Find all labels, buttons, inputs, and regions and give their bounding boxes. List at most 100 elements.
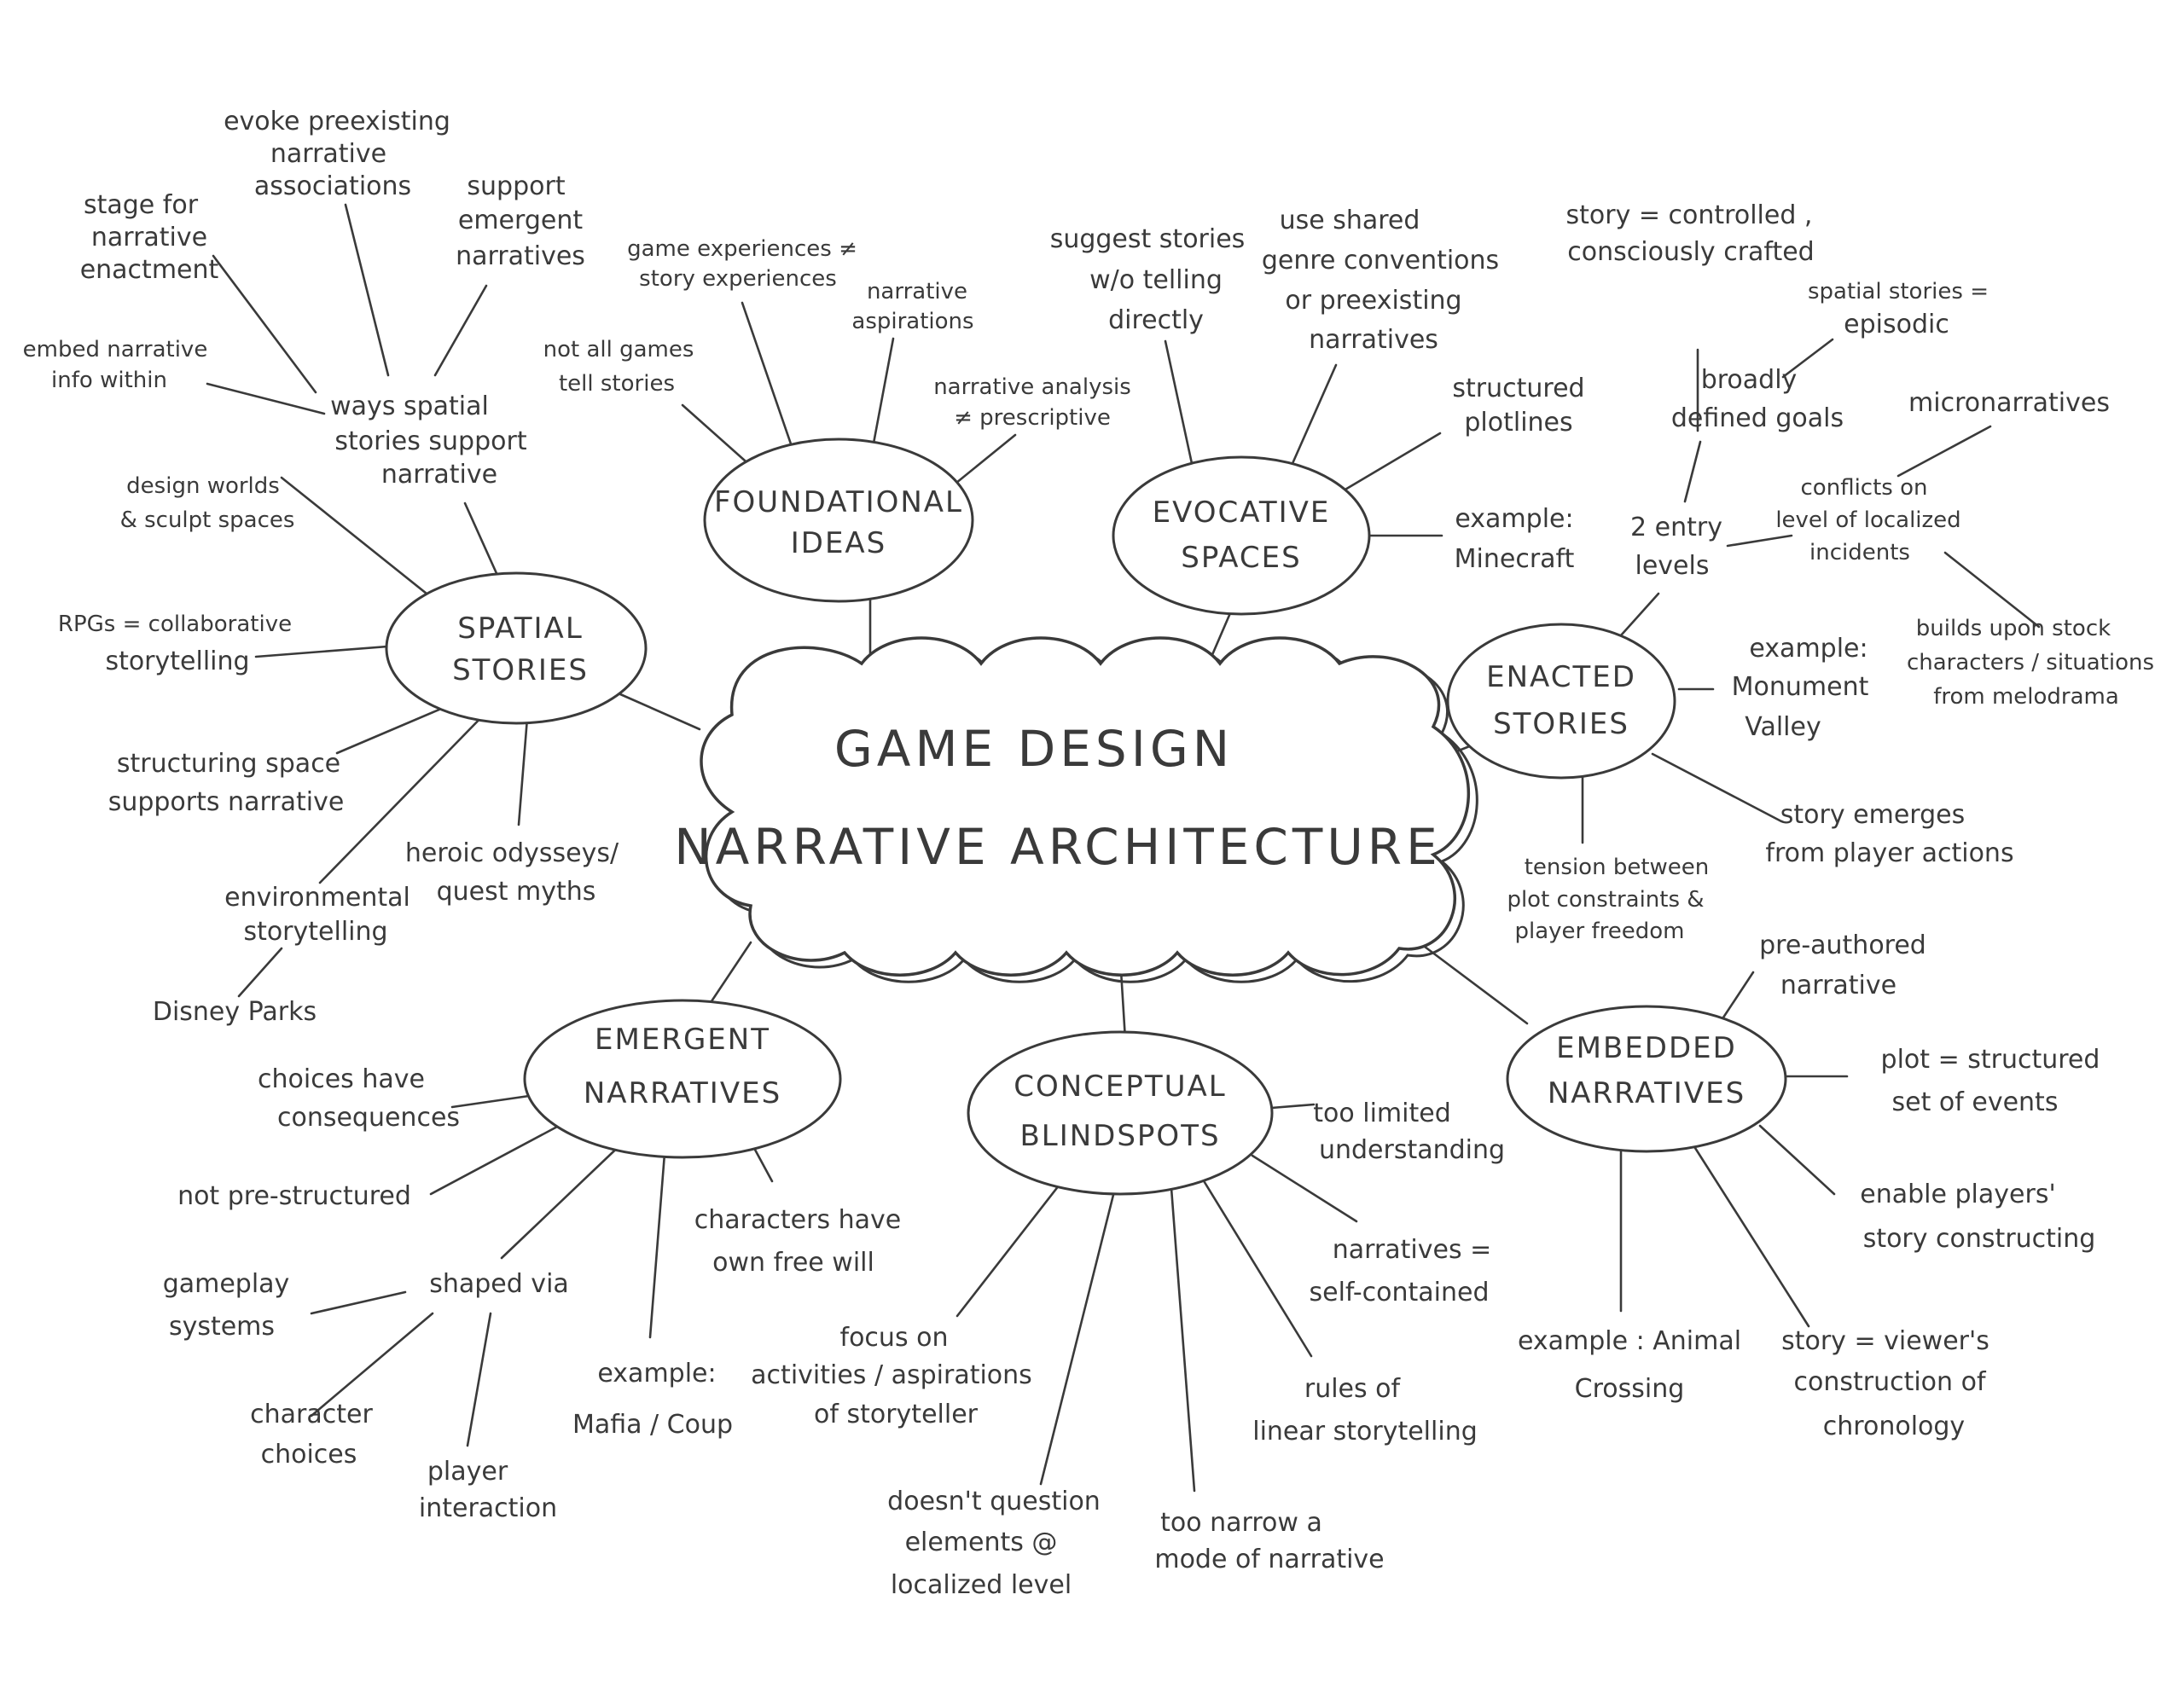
leaf-line: conflicts on — [1801, 475, 1928, 501]
leaf-plot-structured: plot = structured set of events — [1881, 1045, 2100, 1117]
leaf-rules-linear: rules of linear storytelling — [1252, 1374, 1478, 1446]
leaf-line: narrative — [270, 139, 386, 169]
leaf-story-controlled: story = controlled , consciously crafted — [1566, 200, 1815, 267]
subhub-2-entry-levels: 2 entry levels — [1630, 513, 1722, 581]
leaf-line: narrative — [867, 279, 967, 304]
leaf-line: ≠ prescriptive — [954, 405, 1111, 431]
hub-label-line: NARRATIVES — [1548, 1076, 1745, 1110]
leaf-line: level of localized — [1775, 507, 1960, 533]
leaf-line: Monument — [1732, 672, 1869, 702]
hub-label-line: IDEAS — [791, 526, 887, 560]
leaf-line: focus on — [840, 1323, 949, 1353]
leaf-line: story experiences — [639, 266, 837, 292]
leaf-line: embed narrative — [23, 337, 208, 362]
leaf-line: spatial stories = — [1808, 279, 1989, 304]
leaf-suggest-stories: suggest stories w/o telling directly — [1050, 224, 1246, 335]
leaf-player-interaction: player interaction — [419, 1457, 557, 1523]
subhub-ways-spatial-stories: ways spatial stories support narrative — [330, 391, 527, 490]
leaf-characters-free-will: characters have own free will — [694, 1205, 901, 1278]
leaf-self-contained: narratives = self-contained — [1309, 1235, 1491, 1307]
hub-label-line: SPATIAL — [457, 612, 584, 646]
hub-evocative-spaces: EVOCATIVE SPACES — [1112, 455, 1371, 616]
hub-label-line: BLINDSPOTS — [1019, 1119, 1220, 1153]
subhub-line: defined goals — [1671, 403, 1844, 433]
leaf-line: from player actions — [1765, 838, 2013, 868]
subhub-line: narrative — [381, 460, 497, 490]
leaf-line: story = controlled , — [1566, 200, 1813, 230]
leaf-line: choices have — [258, 1064, 425, 1094]
leaf-line: narrative — [91, 223, 207, 252]
leaf-line: episodic — [1844, 310, 1949, 339]
leaf-line: structured — [1452, 374, 1584, 403]
leaf-line: tension between — [1525, 855, 1710, 880]
hub-label-line: EMERGENT — [595, 1023, 770, 1057]
leaf-line: story = viewer's — [1781, 1326, 1989, 1356]
leaf-line: incidents — [1809, 540, 1910, 565]
leaf-line: elements @ — [905, 1528, 1058, 1557]
leaf-story-emerges: story emerges from player actions — [1765, 800, 2013, 868]
leaf-line: not pre-structured — [177, 1181, 411, 1211]
leaf-line: player — [427, 1457, 508, 1487]
leaf-line: Disney Parks — [153, 997, 317, 1027]
leaf-game-experiences: game experiences ≠ story experiences — [627, 236, 857, 292]
leaf-line: not all games — [543, 337, 694, 362]
leaf-line: construction of — [1793, 1367, 1986, 1397]
leaf-viewers-construction: story = viewer's construction of chronol… — [1781, 1326, 1989, 1441]
center-title-line2: NARRATIVE ARCHITECTURE — [674, 818, 1442, 876]
leaf-choices-consequences: choices have consequences — [258, 1064, 460, 1133]
hub-label-line: STORIES — [452, 653, 589, 687]
leaf-line: game experiences ≠ — [627, 236, 857, 262]
leaf-too-narrow: too narrow a mode of narrative — [1154, 1508, 1384, 1574]
leaf-not-all-games: not all games tell stories — [543, 337, 694, 397]
leaf-tension-between: tension between plot constraints & playe… — [1507, 855, 1709, 944]
leaf-line: consciously crafted — [1567, 237, 1814, 267]
leaf-narrative-analysis: narrative analysis ≠ prescriptive — [933, 374, 1131, 431]
leaf-line: linear storytelling — [1252, 1417, 1478, 1446]
leaf-focus-on: focus on activities / aspirations of sto… — [751, 1323, 1032, 1429]
leaf-monument-valley: example: Monument Valley — [1732, 634, 1869, 742]
hub-label-line: ENACTED — [1486, 660, 1636, 694]
leaf-line: narrative — [1780, 971, 1896, 1000]
leaf-line: player freedom — [1515, 919, 1685, 944]
leaf-line: narratives = — [1333, 1235, 1492, 1265]
leaf-genre-conventions: use shared genre conventions or preexist… — [1262, 206, 1499, 355]
leaf-environmental-storytelling: environmental storytelling — [224, 883, 410, 947]
hub-label-line: SPACES — [1181, 541, 1301, 575]
leaf-line: pre-authored — [1759, 930, 1926, 960]
leaf-line: environmental — [224, 883, 410, 913]
leaf-line: own free will — [712, 1248, 874, 1278]
leaf-line: narrative analysis — [933, 374, 1131, 400]
center-title-line1: GAME DESIGN — [834, 720, 1234, 778]
leaf-stock-characters: builds upon stock characters / situation… — [1907, 616, 2154, 710]
hub-enacted-stories: ENACTED STORIES — [1446, 623, 1676, 780]
leaf-line: characters / situations — [1907, 650, 2154, 675]
hub-foundational-ideas: FOUNDATIONAL IDEAS — [703, 438, 974, 603]
leaf-line: localized level — [891, 1570, 1072, 1600]
leaf-doesnt-question: doesn't question elements @ localized le… — [887, 1487, 1101, 1600]
leaf-line: enable players' — [1860, 1180, 2055, 1209]
leaf-support-emergent: support emergent narratives — [456, 171, 585, 271]
leaf-too-limited: too limited understanding — [1313, 1099, 1505, 1165]
leaf-line: evoke preexisting — [224, 107, 450, 136]
leaf-line: consequences — [277, 1103, 460, 1133]
leaf-line: activities / aspirations — [751, 1360, 1032, 1390]
leaf-labels: evoke preexisting narrative associations… — [23, 107, 2154, 1600]
leaf-rpgs: RPGs = collaborative storytelling — [58, 612, 292, 676]
leaf-line: structuring space — [117, 749, 340, 779]
leaf-line: too narrow a — [1160, 1508, 1322, 1538]
leaf-mafia-coup: example: Mafia / Coup — [572, 1359, 733, 1440]
leaf-minecraft: example: Minecraft — [1455, 504, 1575, 574]
leaf-line: too limited — [1313, 1099, 1451, 1128]
leaf-line: of storyteller — [814, 1400, 979, 1429]
subhub-line: shaped via — [429, 1269, 569, 1299]
leaf-line: chronology — [1823, 1412, 1965, 1441]
leaf-line: plot = structured — [1881, 1045, 2100, 1075]
leaf-line: story constructing — [1863, 1224, 2096, 1254]
leaf-micronarratives: micronarratives — [1908, 388, 2110, 418]
leaf-design-worlds: design worlds & sculpt spaces — [120, 473, 295, 533]
leaf-animal-crossing: example : Animal Crossing — [1518, 1326, 1741, 1404]
leaf-line: choices — [261, 1440, 357, 1470]
subhub-line: ways spatial — [330, 391, 489, 421]
subhub-line: levels — [1635, 551, 1710, 581]
leaf-line: use shared — [1280, 206, 1420, 235]
